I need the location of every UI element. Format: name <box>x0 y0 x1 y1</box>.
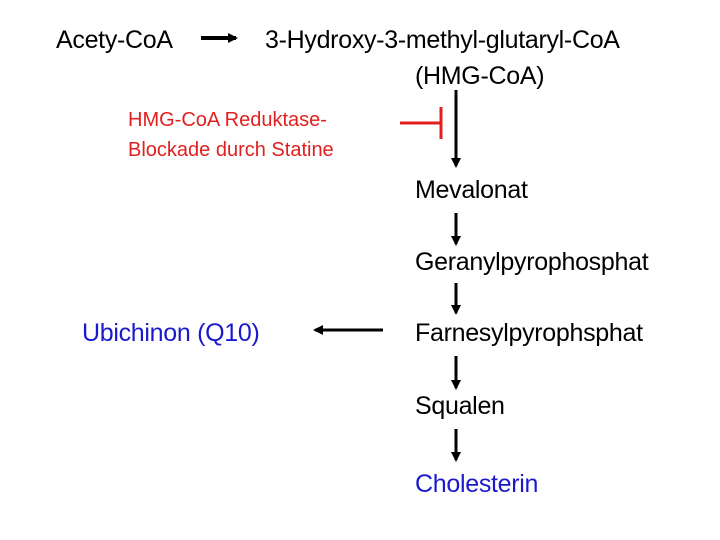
inhibition-label-line2: Blockade durch Statine <box>128 139 334 161</box>
node-acetyl-coa: Acety-CoA <box>56 26 173 54</box>
node-mevalonat: Mevalonat <box>415 176 528 204</box>
node-hmg-coa-abbr: (HMG-CoA) <box>415 62 545 90</box>
node-hmg-coa-name: 3-Hydroxy-3-methyl-glutaryl-CoA <box>265 26 620 54</box>
node-cholesterin: Cholesterin <box>415 470 539 498</box>
node-farnesylpyrophsphat: Farnesylpyrophsphat <box>415 319 643 347</box>
node-squalen: Squalen <box>415 392 505 420</box>
inhibition-label-line1: HMG-CoA Reduktase- <box>128 109 327 131</box>
node-ubichinon: Ubichinon (Q10) <box>82 319 260 347</box>
node-geranylpyrophosphat: Geranylpyrophosphat <box>415 248 649 276</box>
